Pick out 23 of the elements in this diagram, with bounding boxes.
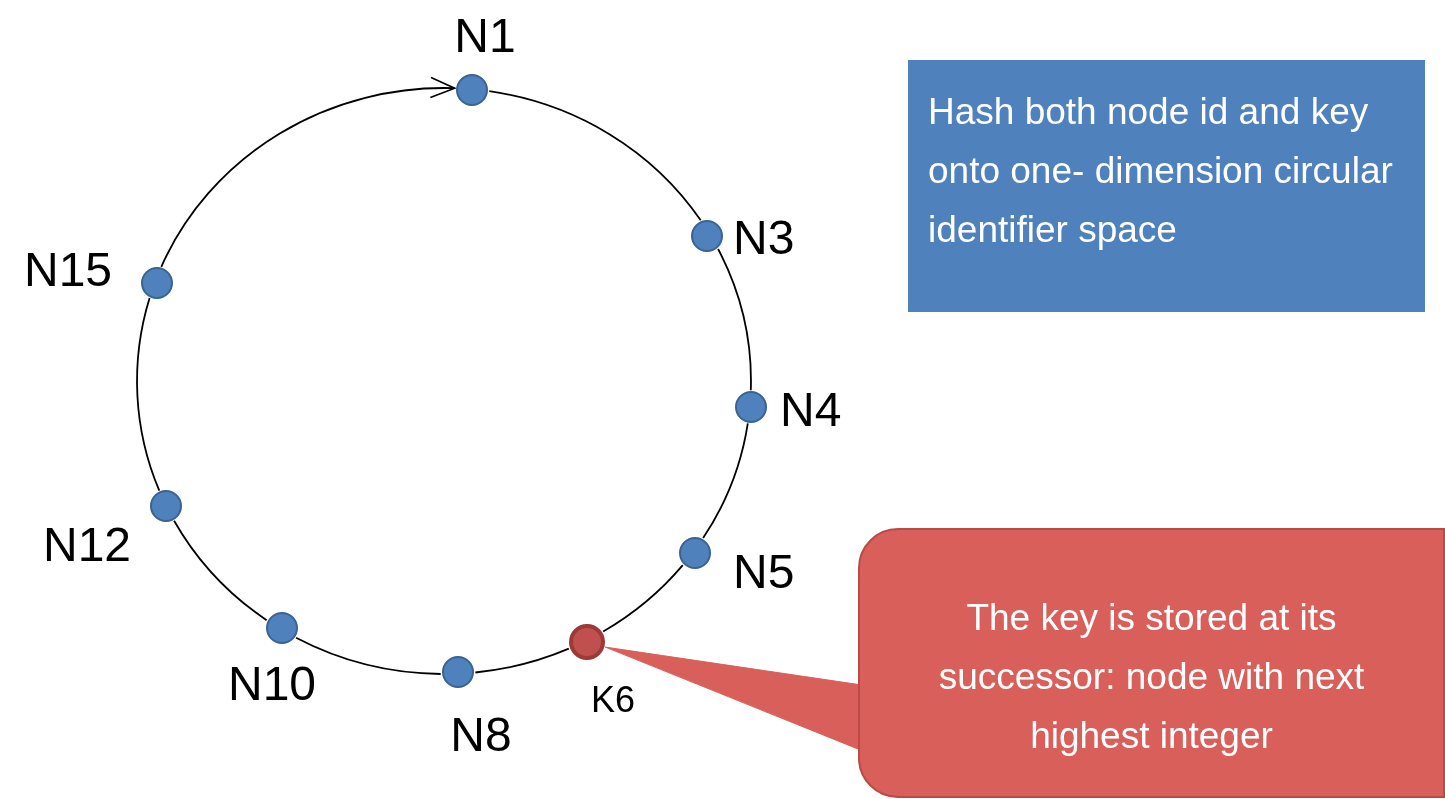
node-label: N10 bbox=[227, 660, 317, 708]
ring-arc bbox=[474, 647, 570, 674]
ring-arc bbox=[717, 248, 752, 392]
callout-text: The key is stored at its successor: node with next highest integer bbox=[937, 596, 1366, 759]
node-label: N4 bbox=[780, 386, 842, 434]
callout-pointer bbox=[604, 646, 860, 750]
ring-arc bbox=[488, 90, 702, 222]
info-box bbox=[908, 60, 1425, 312]
ring-arc bbox=[136, 297, 161, 492]
ring-arc bbox=[160, 78, 456, 268]
node-label: N1 bbox=[454, 12, 516, 60]
node-label: N5 bbox=[733, 548, 795, 596]
node-label: N12 bbox=[42, 521, 132, 569]
node-label: N15 bbox=[23, 246, 113, 294]
ring-arc bbox=[173, 519, 268, 622]
ring-arc bbox=[295, 636, 442, 675]
node-label: N8 bbox=[450, 711, 512, 759]
callout-bubble bbox=[858, 528, 1445, 798]
ring-arc bbox=[702, 422, 749, 539]
ring-arc bbox=[602, 564, 684, 633]
node-label: N3 bbox=[733, 214, 795, 262]
key-label: K6 bbox=[591, 682, 635, 718]
description-text: Hash both node id and key onto one- dimension circular identifier space bbox=[928, 90, 1394, 253]
